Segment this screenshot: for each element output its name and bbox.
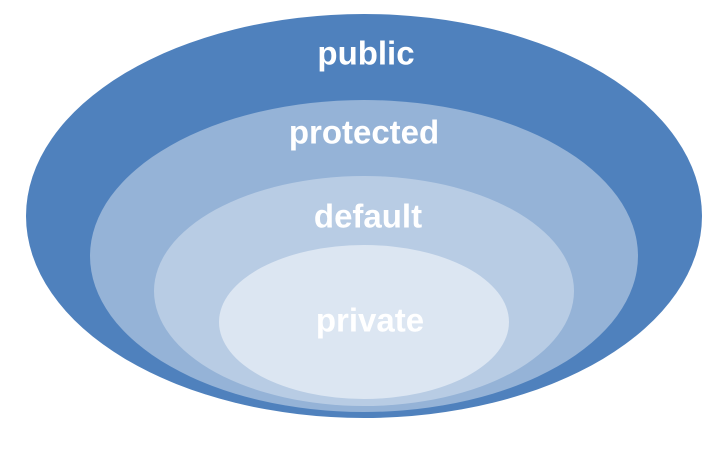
label-public: public <box>317 35 414 72</box>
label-default: default <box>314 198 422 235</box>
ellipse-private <box>219 245 509 399</box>
label-private: private <box>316 302 424 339</box>
label-protected: protected <box>289 114 439 151</box>
